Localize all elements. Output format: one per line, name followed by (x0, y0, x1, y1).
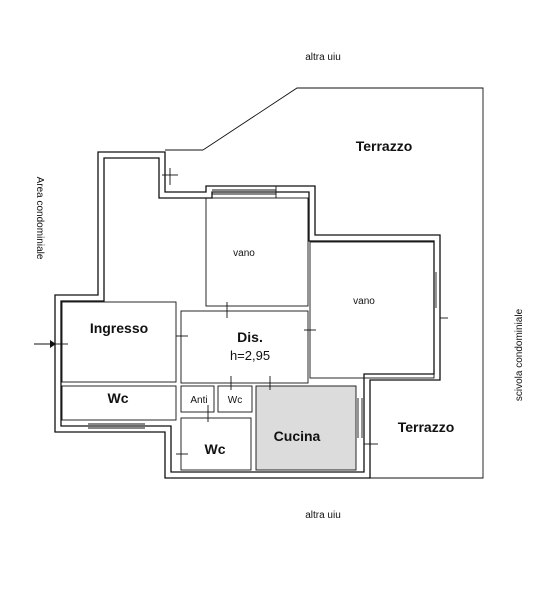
vano-1-room (205, 197, 309, 307)
room-label-wc-1: Wc (108, 390, 129, 406)
label-right: scivola condominiale (514, 308, 525, 401)
wc-small-room (217, 385, 253, 413)
room-label-terrazzo-bottom: Terrazzo (398, 419, 455, 435)
cucina-floor (256, 386, 356, 470)
room-label-vano-2: vano (353, 296, 375, 307)
window-cucina (357, 398, 363, 438)
label-bottom: altra uiu (305, 510, 341, 521)
disimpegno-room (180, 310, 309, 384)
window-vano-2 (435, 272, 441, 308)
ingresso-room (61, 301, 177, 383)
outer-wall (54, 151, 441, 479)
terrace-boundary (202, 87, 484, 479)
room-label-ingresso: Ingresso (90, 320, 148, 336)
room-label-wc-small: Wc (228, 395, 242, 406)
room-label-cucina: Cucina (274, 428, 321, 444)
window-wc-1 (88, 423, 145, 429)
wc-1-room (61, 385, 177, 421)
room-label-wc-2: Wc (205, 441, 226, 457)
vano-2-room (309, 241, 435, 379)
window-vano-1 (212, 189, 276, 195)
label-left: Area condominiale (34, 177, 45, 260)
room-label-anti: Anti (190, 395, 207, 406)
entrance-arrow (34, 340, 56, 348)
room-label-terrazzo-top: Terrazzo (356, 138, 413, 154)
room-label-vano-1: vano (233, 248, 255, 259)
wc-2-room (180, 417, 252, 471)
label-top: altra uiu (305, 52, 341, 63)
cucina-room (255, 385, 357, 471)
outer-wall-inner (60, 157, 435, 473)
room-label-dis-height: h=2,95 (230, 348, 270, 363)
anti-room (180, 385, 215, 413)
room-label-dis: Dis. (237, 329, 263, 345)
door-marks (55, 168, 448, 455)
